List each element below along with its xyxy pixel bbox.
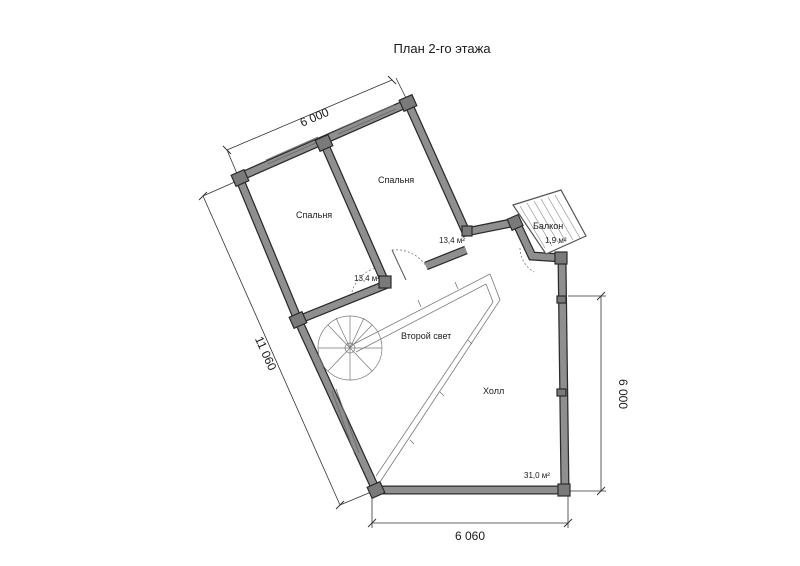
room-name-second-light: Второй свет <box>401 331 451 341</box>
dimension-bottom: 6 060 <box>367 495 573 543</box>
walls <box>235 98 570 495</box>
dimension-left: 11 060 <box>198 180 377 510</box>
room-name-balcony: Балкон <box>533 221 563 231</box>
room-area-bedroom-2: 13,4 м² <box>439 236 465 245</box>
doors <box>351 247 535 293</box>
plan-title: План 2-го этажа <box>393 41 491 56</box>
room-name-hall: Холл <box>483 386 504 396</box>
room-name-bedroom-2: Спальня <box>378 175 414 185</box>
room-area-hall: 31,0 м² <box>524 471 550 480</box>
balcony <box>512 189 587 255</box>
wall-posts <box>230 93 571 500</box>
room-area-bedroom-1: 13,4 м² <box>354 274 380 283</box>
windows <box>265 104 397 456</box>
dimension-top-label: 6 000 <box>298 105 331 130</box>
second-light-railing <box>351 273 501 483</box>
dimension-top: 6 000 <box>222 75 409 177</box>
room-area-balcony: 1,9 м² <box>545 236 567 245</box>
dimension-bottom-label: 6 060 <box>455 529 485 543</box>
dimension-right: 6 000 <box>568 291 630 496</box>
room-name-bedroom-1: Спальня <box>296 210 332 220</box>
dimension-left-label: 11 060 <box>252 334 279 373</box>
dimension-right-label: 6 000 <box>616 379 630 409</box>
spiral-stair <box>317 315 383 381</box>
